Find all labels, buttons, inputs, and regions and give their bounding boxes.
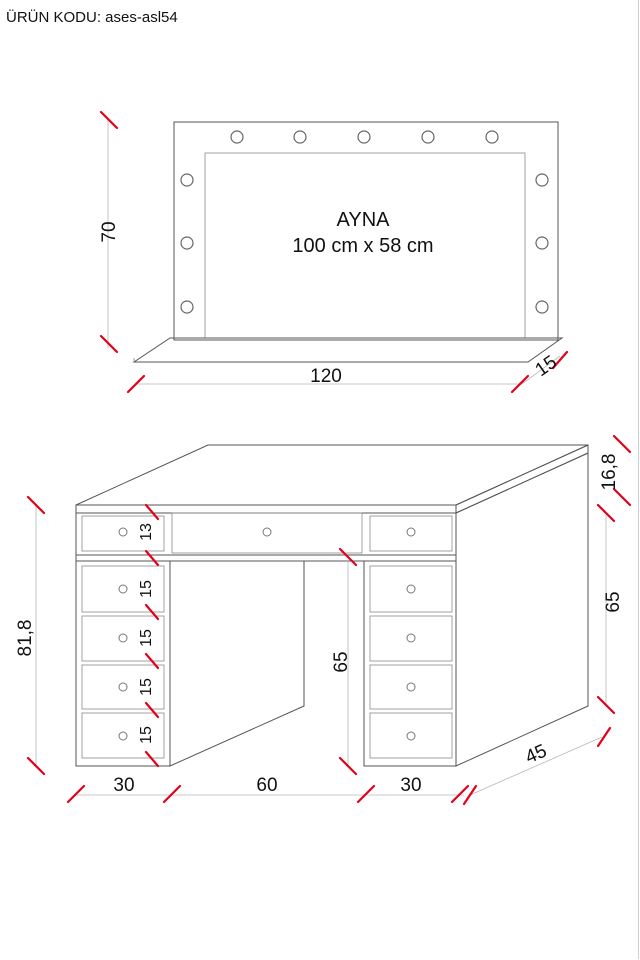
- drawer-knob: [406, 584, 416, 594]
- dim-tick: [356, 784, 376, 804]
- desk-total-height-label: 81,8: [15, 620, 36, 657]
- dim-tick: [99, 110, 119, 130]
- drawer-knob: [118, 633, 128, 643]
- desk-inner-height-label: 65: [331, 651, 352, 672]
- dim-tick: [66, 784, 86, 804]
- desk-top-surface: [75, 444, 589, 506]
- dim-tick: [596, 503, 616, 523]
- dim-tick: [596, 726, 612, 748]
- drawer-height-label: 15: [138, 629, 155, 647]
- desk-depth-label: 45: [522, 741, 550, 769]
- top-drawer-height-label: 13: [138, 523, 155, 541]
- bulb: [421, 130, 435, 144]
- drawer-knob: [118, 584, 128, 594]
- mirror-height-label: 70: [99, 221, 120, 242]
- dim-tick: [144, 652, 160, 670]
- dim-tick: [26, 756, 46, 776]
- bulb: [535, 236, 549, 250]
- desk-side-panel: [455, 452, 589, 767]
- dim-tick: [596, 695, 616, 715]
- right-cabinet: [363, 560, 457, 767]
- dim-tick: [612, 434, 632, 454]
- dim-tick: [144, 750, 160, 768]
- bulb: [230, 130, 244, 144]
- mid-rail: [75, 554, 457, 562]
- bulb: [180, 236, 194, 250]
- drawer-front: [369, 712, 453, 759]
- drawer-knob: [406, 527, 416, 537]
- dim-tick: [144, 503, 160, 521]
- mirror-drawing: AYNA 100 cm x 58 cm 70 120 15: [99, 110, 569, 394]
- drawer-knob: [118, 731, 128, 741]
- mirror-width-label: 120: [310, 366, 342, 387]
- dim-tick: [26, 495, 46, 515]
- drawer-knob: [406, 731, 416, 741]
- dim-tick: [162, 784, 182, 804]
- dim-tick: [510, 374, 530, 394]
- drawer-knob: [406, 682, 416, 692]
- mirror-size: 100 cm x 58 cm: [292, 235, 433, 257]
- desk-top-side: [455, 444, 589, 514]
- drawer-knob: [118, 682, 128, 692]
- drawer-knob: [262, 527, 272, 537]
- left-width-label: 30: [113, 775, 134, 796]
- right-width-label: 30: [400, 775, 421, 796]
- mirror-bulbs: [180, 130, 549, 314]
- desk-drawing: 13 15 15 15 15 81,8 16,8 65 65: [15, 434, 632, 806]
- dim-tick: [144, 549, 160, 567]
- mirror-label: AYNA: [337, 209, 391, 231]
- drawer-front: [81, 515, 165, 552]
- desk-side-height-label: 65: [603, 591, 624, 612]
- bulb: [535, 173, 549, 187]
- mirror-frame: [173, 121, 559, 341]
- dim-tick: [462, 784, 478, 806]
- dim-tick: [144, 603, 160, 621]
- desk-top-edge: [75, 504, 457, 514]
- dim-tick: [338, 547, 358, 567]
- dim-tick: [450, 784, 470, 804]
- dim-tick: [126, 374, 146, 394]
- left-cabinet-side: [169, 560, 305, 767]
- mirror-shelf: [132, 337, 564, 363]
- drawer-knob: [406, 633, 416, 643]
- middle-width-label: 60: [256, 775, 277, 796]
- bulb: [293, 130, 307, 144]
- drawer-front: [81, 615, 165, 662]
- drawer-front: [81, 712, 165, 759]
- drawer-height-label: 15: [138, 726, 155, 744]
- dim-tick: [99, 334, 119, 354]
- drawer-front: [81, 664, 165, 710]
- bulb: [357, 130, 371, 144]
- drawer-knob: [118, 527, 128, 537]
- drawer-front: [369, 515, 453, 552]
- drawer-front: [81, 565, 165, 613]
- dim-tick: [551, 350, 569, 370]
- bulb: [180, 300, 194, 314]
- drawer-height-label: 15: [138, 580, 155, 598]
- drawer-front: [369, 664, 453, 710]
- dim-tick: [144, 701, 160, 719]
- bulb: [180, 173, 194, 187]
- drawer-height-label: 15: [138, 678, 155, 696]
- desk-top-thickness-label: 16,8: [599, 454, 620, 491]
- drawer-front: [369, 615, 453, 662]
- dim-tick: [338, 756, 358, 776]
- product-code: ÜRÜN KODU: ases-asl54: [6, 9, 178, 26]
- bulb: [535, 300, 549, 314]
- bulb: [485, 130, 499, 144]
- drawer-front: [369, 565, 453, 613]
- dim-tick: [612, 487, 632, 507]
- drawer-front: [171, 512, 363, 554]
